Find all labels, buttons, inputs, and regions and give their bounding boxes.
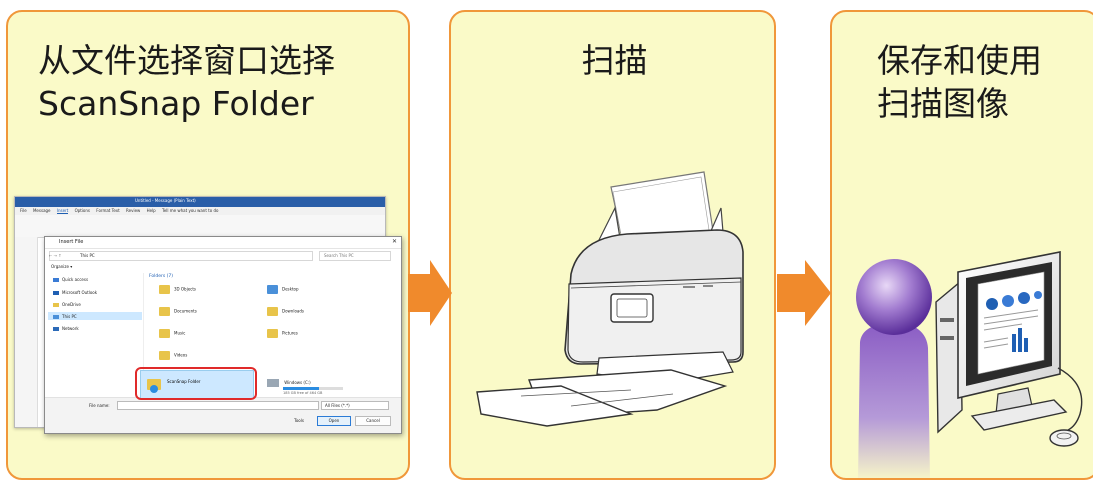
step-title-select-folder: 从文件选择窗口选择 ScanSnap Folder: [38, 39, 335, 125]
menu-options[interactable]: Options: [74, 208, 90, 213]
drive-windows-c[interactable]: Windows (C:): [267, 379, 311, 387]
back-forward-icon[interactable]: ← → ↑: [49, 253, 62, 258]
drive-free-space: 185 GB free of 464 GB: [283, 391, 323, 395]
sidebar-item-this-pc[interactable]: This PC: [53, 314, 77, 319]
dialog-title-bar: Insert File ✕: [45, 237, 401, 249]
navigation-pane: Quick access Microsoft Outlook OneDrive …: [45, 273, 144, 395]
filename-input[interactable]: [117, 401, 319, 410]
filename-label: File name:: [89, 403, 110, 408]
scanner-illustration: [476, 171, 744, 427]
step-title-line-2: 扫描图像: [877, 84, 1009, 123]
step-title-line-2: ScanSnap Folder: [38, 84, 314, 123]
cancel-button[interactable]: Cancel: [355, 416, 391, 426]
folder-desktop[interactable]: Desktop: [267, 285, 299, 294]
folders-group-header[interactable]: Folders (7): [149, 274, 174, 279]
address-bar[interactable]: ← → ↑ This PC: [49, 251, 313, 261]
filetype-select[interactable]: All Files (*.*): [321, 401, 389, 410]
outlook-menu-bar: File Message Insert Options Format Text …: [15, 207, 385, 215]
step-title-line-1: 保存和使用: [877, 41, 1042, 80]
scansnap-folder-drive[interactable]: ScanSnap Folder: [140, 370, 254, 399]
folder-downloads[interactable]: Downloads: [267, 307, 304, 316]
sidebar-item-network[interactable]: Network: [53, 326, 79, 331]
open-button[interactable]: Open: [317, 416, 351, 426]
dialog-footer: File name: All Files (*.*) Tools Open Ca…: [45, 397, 401, 433]
outlook-title-bar: Untitled - Message (Plain Text): [15, 197, 385, 207]
search-placeholder: Search This PC: [324, 253, 354, 258]
highlight-box: [135, 367, 257, 400]
menu-format-text[interactable]: Format Text: [96, 208, 120, 213]
tell-me-input[interactable]: Tell me what you want to do: [162, 208, 219, 213]
user-computer-illustration: [856, 251, 1083, 478]
sidebar-item-quick-access[interactable]: Quick access: [53, 277, 88, 282]
folder-pictures[interactable]: Pictures: [267, 329, 298, 338]
step-panel-save-use: 保存和使用 扫描图像: [830, 10, 1093, 480]
arrow-right-icon: [777, 260, 831, 326]
search-input[interactable]: Search This PC: [319, 251, 391, 261]
drive-icon: [267, 379, 279, 387]
folder-icon: [159, 329, 170, 338]
folder-icon: [159, 285, 170, 294]
tools-button[interactable]: Tools: [294, 418, 304, 423]
menu-file[interactable]: File: [20, 208, 27, 213]
step-panel-scan: 扫描: [449, 10, 776, 480]
outlook-title: Untitled - Message (Plain Text): [135, 198, 196, 203]
menu-insert[interactable]: Insert: [56, 208, 69, 214]
file-list: Folders (7) 3D Objects Desktop Documents…: [147, 271, 399, 395]
folder-documents[interactable]: Documents: [159, 307, 197, 316]
menu-help[interactable]: Help: [146, 208, 156, 213]
menu-message[interactable]: Message: [32, 208, 51, 213]
folder-music[interactable]: Music: [159, 329, 185, 338]
step-title-scan: 扫描: [581, 41, 648, 80]
outlook-compose-pane: [15, 237, 38, 427]
arrow-right-icon: [408, 260, 452, 326]
sidebar-selection: [48, 312, 142, 320]
folder-icon: [267, 285, 278, 294]
folder-videos[interactable]: Videos: [159, 351, 187, 360]
dialog-title: Insert File: [59, 239, 84, 245]
scansnap-folder-icon: [147, 379, 161, 393]
address-location: This PC: [80, 253, 95, 258]
folder-icon: [159, 307, 170, 316]
insert-file-dialog: Insert File ✕ ← → ↑ This PC Search This …: [44, 236, 402, 434]
folder-icon: [267, 307, 278, 316]
step-title-line-1: 从文件选择窗口选择: [38, 41, 335, 80]
step-title-save-use: 保存和使用 扫描图像: [877, 39, 1042, 125]
menu-review[interactable]: Review: [126, 208, 141, 213]
sidebar-item-onedrive[interactable]: OneDrive: [53, 302, 81, 307]
folder-icon: [267, 329, 278, 338]
scansnap-folder-label: ScanSnap Folder: [167, 379, 201, 384]
drive-usage-bar: [283, 387, 343, 390]
outlook-ribbon: [15, 215, 385, 238]
folder-icon: [159, 351, 170, 360]
sidebar-item-outlook[interactable]: Microsoft Outlook: [53, 290, 97, 295]
folder-3d-objects[interactable]: 3D Objects: [159, 285, 196, 294]
close-icon[interactable]: ✕: [391, 238, 397, 245]
organize-button[interactable]: Organize ▾: [51, 264, 73, 269]
